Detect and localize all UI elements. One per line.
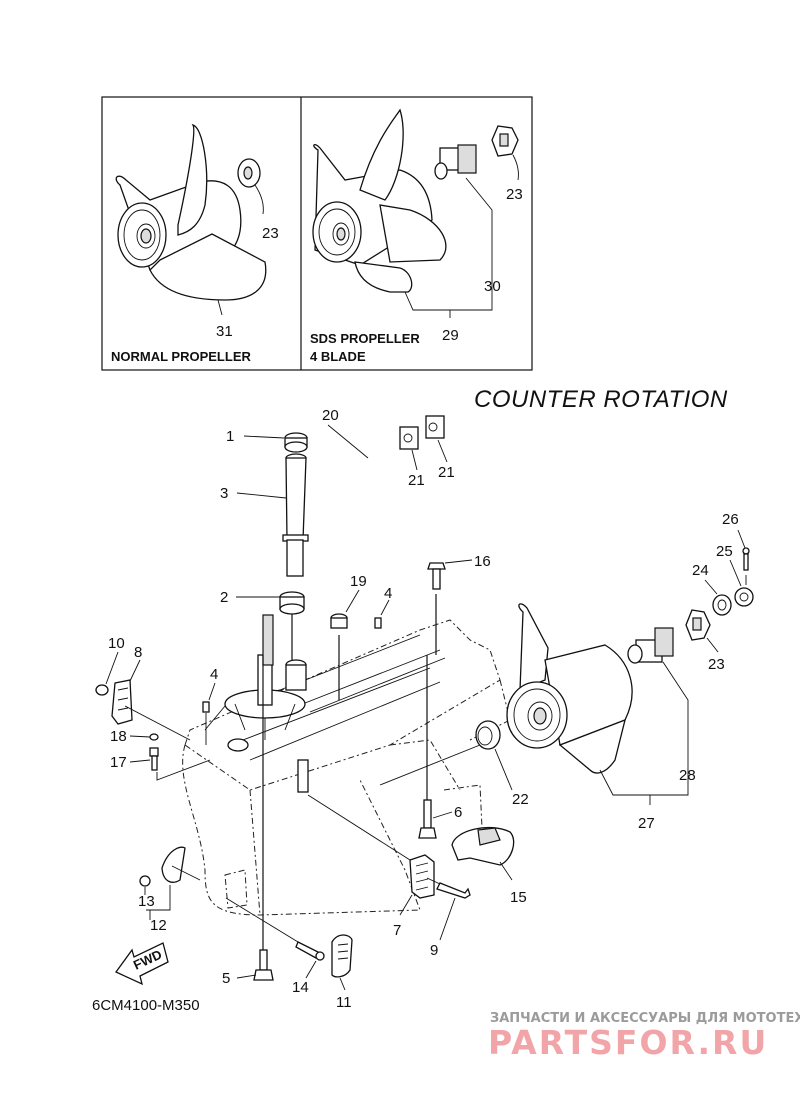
watermark: ЗАПЧАСТИ И АКСЕССУАРЫ ДЛЯ МОТОТЕХНИКИ PA… bbox=[488, 1011, 800, 1062]
water-tube-3 bbox=[282, 453, 309, 577]
sds-propeller-label-line2: 4 BLADE bbox=[310, 349, 366, 364]
callout-23: 23 bbox=[506, 186, 523, 203]
tube-20 bbox=[337, 445, 395, 609]
callout-27: 27 bbox=[638, 815, 655, 832]
watermark-brand: PARTSFOR.RU bbox=[488, 1023, 768, 1062]
bushing-30-sds bbox=[434, 144, 477, 180]
callout-7: 7 bbox=[393, 922, 401, 939]
anode-8 bbox=[111, 679, 133, 725]
callout-28: 28 bbox=[679, 767, 696, 784]
propeller-27 bbox=[506, 603, 633, 774]
nut-25 bbox=[734, 587, 754, 607]
water-pump-housing bbox=[224, 654, 307, 752]
callout-16: 16 bbox=[474, 553, 491, 570]
cotter-pin-26 bbox=[742, 547, 750, 571]
lower-casing bbox=[182, 619, 511, 916]
callout-4: 4 bbox=[384, 585, 392, 602]
callout-9: 9 bbox=[430, 942, 438, 959]
cover-11 bbox=[331, 934, 353, 978]
callout-31: 31 bbox=[216, 323, 233, 340]
sds-propeller bbox=[312, 108, 447, 293]
callout-25: 25 bbox=[716, 543, 733, 560]
diagram-code: 6CM4100-M350 bbox=[92, 997, 200, 1014]
bushing-28 bbox=[627, 627, 674, 664]
dowel-4-upper bbox=[374, 617, 382, 629]
callout-11: 11 bbox=[336, 994, 352, 1011]
callout-30: 30 bbox=[484, 278, 501, 295]
grommet-19 bbox=[330, 613, 348, 629]
callout-26: 26 bbox=[722, 511, 739, 528]
callout-4: 4 bbox=[210, 666, 218, 683]
drive-shaft bbox=[262, 614, 274, 666]
callout-10: 10 bbox=[108, 635, 125, 652]
inset-frame bbox=[101, 96, 533, 371]
callout-6: 6 bbox=[454, 804, 462, 821]
callout-8: 8 bbox=[134, 644, 142, 661]
callout-19: 19 bbox=[350, 573, 367, 590]
lower-slot bbox=[224, 869, 248, 909]
nipple-17 bbox=[149, 747, 159, 771]
diagram-title: COUNTER ROTATION bbox=[474, 386, 728, 413]
screw-14 bbox=[295, 941, 325, 961]
callout-15: 15 bbox=[510, 889, 527, 906]
thrust-washer-23-sds bbox=[491, 125, 519, 157]
thrust-washer-23-main bbox=[685, 609, 711, 641]
seal-2 bbox=[279, 591, 305, 615]
clip-21a bbox=[399, 426, 419, 450]
normal-propeller bbox=[115, 123, 267, 301]
grommet-1 bbox=[284, 432, 308, 453]
anode-7 bbox=[409, 854, 435, 899]
dowel-4-lower bbox=[202, 701, 210, 713]
callout-20: 20 bbox=[322, 407, 339, 424]
callout-1: 1 bbox=[226, 428, 234, 445]
callout-5: 5 bbox=[222, 970, 230, 987]
nut-13 bbox=[139, 875, 151, 887]
callout-24: 24 bbox=[692, 562, 709, 579]
callout-21: 21 bbox=[408, 472, 425, 489]
callout-22: 22 bbox=[512, 791, 529, 808]
anode-12 bbox=[161, 846, 186, 883]
screw-9 bbox=[436, 882, 471, 899]
o-ring-18 bbox=[149, 733, 159, 741]
callout-21: 21 bbox=[438, 464, 455, 481]
callout-23: 23 bbox=[708, 656, 725, 673]
watermark-subtitle: ЗАПЧАСТИ И АКСЕССУАРЫ ДЛЯ МОТОТЕХНИКИ bbox=[490, 1011, 800, 1026]
trim-tab-15 bbox=[451, 826, 515, 866]
clip-21b bbox=[425, 415, 445, 439]
callout-23: 23 bbox=[262, 225, 279, 242]
callout-3: 3 bbox=[220, 485, 228, 502]
callout-13: 13 bbox=[138, 893, 155, 910]
callout-12: 12 bbox=[150, 917, 167, 934]
callout-2: 2 bbox=[220, 589, 228, 606]
sds-propeller-label-line1: SDS PROPELLER bbox=[310, 331, 420, 346]
callout-18: 18 bbox=[110, 728, 127, 745]
nut-10 bbox=[95, 684, 109, 696]
callout-14: 14 bbox=[292, 979, 309, 996]
fwd-arrow-icon: FWD bbox=[115, 942, 169, 986]
bolt-16 bbox=[427, 562, 446, 590]
normal-propeller-label: NORMAL PROPELLER bbox=[111, 349, 251, 364]
callout-29: 29 bbox=[442, 327, 459, 344]
washer-24 bbox=[712, 594, 732, 616]
bolt-5 bbox=[253, 949, 274, 981]
seal-22 bbox=[475, 720, 501, 750]
callout-17: 17 bbox=[110, 754, 127, 771]
side-slot bbox=[297, 759, 309, 793]
thrust-washer-23-normal bbox=[237, 158, 261, 188]
bolt-6 bbox=[418, 799, 437, 839]
